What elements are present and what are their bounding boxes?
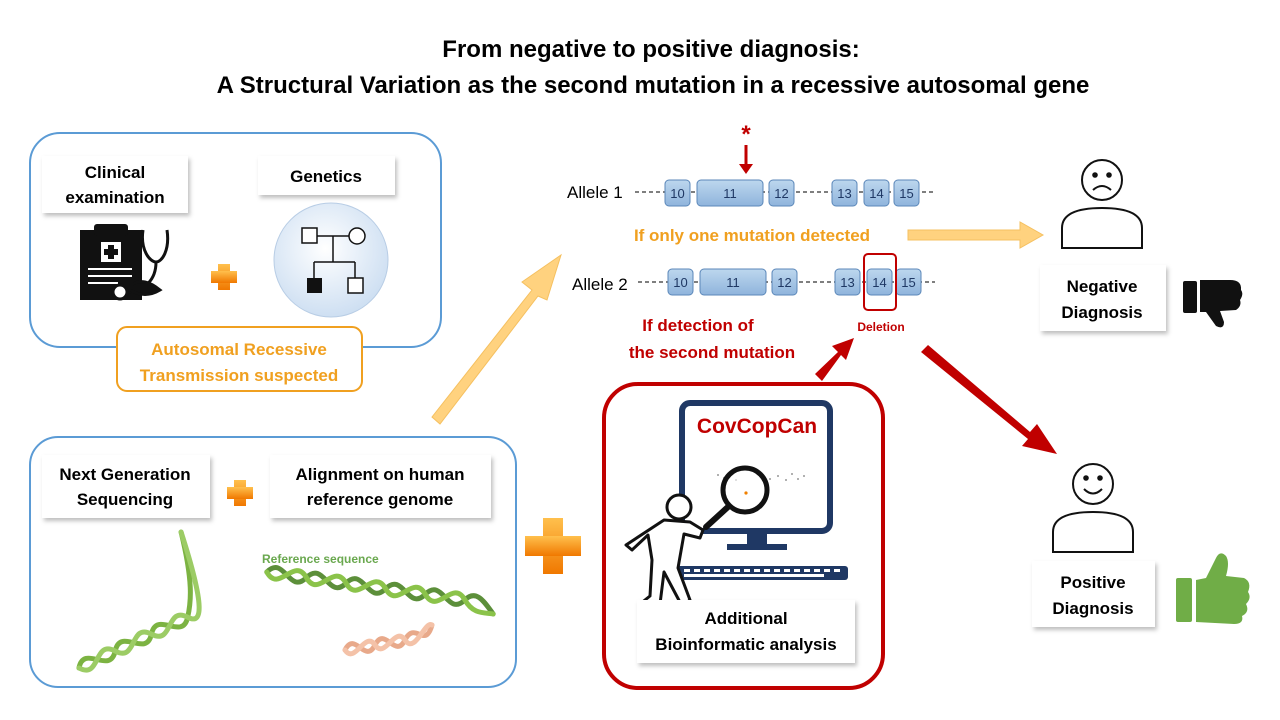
exon-box — [771, 268, 798, 296]
stethoscope-icon — [111, 229, 170, 301]
exon-label: 12 — [777, 275, 791, 290]
exon-label: 14 — [869, 186, 883, 201]
transmission-box: Autosomal Recessive Transmission suspect… — [116, 326, 363, 392]
positive-label-1: Positive — [1060, 573, 1125, 592]
allele-1-exons: 10 11 12 13 14 15 — [664, 179, 920, 207]
exon-box — [667, 268, 694, 296]
clinical-examination-box: Clinical examination — [42, 156, 188, 213]
analysis-label-box: Additional Bioinformatic analysis — [637, 600, 855, 663]
pedigree-icon — [273, 202, 389, 318]
dna-icon — [76, 529, 202, 673]
deletion-label: Deletion — [857, 320, 904, 334]
allele-2-exons: 10 11 12 13 14 15 — [667, 268, 922, 296]
positive-diagnosis-box: Positive Diagnosis — [1032, 561, 1155, 627]
computer-icon — [668, 400, 848, 580]
mutation-arrow — [739, 145, 753, 174]
ngs-box: Next Generation Sequencing — [42, 455, 210, 518]
exon-box — [664, 179, 691, 207]
alignment-box: Alignment on human reference genome — [270, 455, 491, 518]
arrow-analysis-to-deletion — [815, 338, 854, 381]
clinical-label-2: examination — [65, 188, 164, 207]
title-line-1: From negative to positive diagnosis: — [442, 36, 859, 63]
negative-label-2: Diagnosis — [1061, 303, 1142, 322]
transmission-label-1: Autosomal Recessive — [151, 340, 327, 359]
person-icon — [624, 493, 705, 614]
genetics-box: Genetics — [258, 156, 395, 195]
dna-icon — [264, 565, 496, 617]
positive-label-2: Diagnosis — [1052, 599, 1133, 618]
exon-box — [699, 268, 767, 296]
exon-label: 11 — [726, 275, 740, 290]
thumbs-up-icon — [1176, 553, 1250, 624]
arrow-to-negative — [907, 221, 1045, 249]
sad-face-icon — [1061, 159, 1143, 249]
tool-name: CovCopCan — [697, 415, 817, 438]
exon-box — [863, 179, 890, 207]
allele-2-label: Allele 2 — [572, 275, 628, 294]
exon-label: 11 — [723, 186, 737, 201]
exon-label: 13 — [837, 186, 851, 201]
alignment-label-1: Alignment on human — [295, 465, 464, 484]
exon-box — [893, 179, 920, 207]
exon-box — [834, 268, 861, 296]
ngs-label-2: Sequencing — [77, 490, 173, 509]
second-mutation-text-1: If detection of — [642, 316, 754, 335]
analysis-label-2: Bioinformatic analysis — [655, 635, 836, 654]
title-line-2: A Structural Variation as the second mut… — [217, 72, 1090, 99]
dna-icon — [342, 622, 435, 657]
magnifier-icon — [703, 465, 770, 530]
mutation-marker: * — [741, 121, 751, 148]
smiley-face-icon — [1052, 463, 1134, 553]
negative-diagnosis-box: Negative Diagnosis — [1040, 265, 1166, 331]
exon-box — [866, 268, 893, 296]
exon-label: 10 — [673, 275, 687, 290]
thumbs-down-icon — [1183, 280, 1243, 328]
deletion-highlight — [863, 253, 897, 311]
arrow-to-positive — [921, 345, 1057, 454]
plus-icon — [227, 480, 253, 506]
allele-1-label: Allele 1 — [567, 183, 623, 202]
ngs-label-1: Next Generation — [59, 465, 190, 484]
exon-label: 12 — [774, 186, 788, 201]
arrow-sequencing-to-alleles — [431, 253, 562, 425]
reference-sequence-label: Reference sequence — [262, 552, 379, 566]
exon-box — [831, 179, 858, 207]
analysis-label-1: Additional — [704, 609, 787, 628]
one-mutation-text: If only one mutation detected — [634, 226, 870, 245]
negative-label-1: Negative — [1067, 277, 1138, 296]
exon-box — [768, 179, 795, 207]
transmission-label-2: Transmission suspected — [140, 366, 338, 385]
plus-icon — [525, 518, 581, 574]
exon-label: 15 — [901, 275, 915, 290]
exon-label: 10 — [670, 186, 684, 201]
alignment-label-2: reference genome — [307, 490, 453, 509]
exon-label: 13 — [840, 275, 854, 290]
second-mutation-text-2: the second mutation — [629, 343, 795, 362]
clinical-label-1: Clinical — [85, 163, 145, 182]
exon-label: 15 — [899, 186, 913, 201]
exon-box — [696, 179, 764, 207]
genetics-label: Genetics — [290, 167, 362, 186]
plus-icon — [211, 264, 237, 290]
exon-label: 14 — [872, 275, 886, 290]
